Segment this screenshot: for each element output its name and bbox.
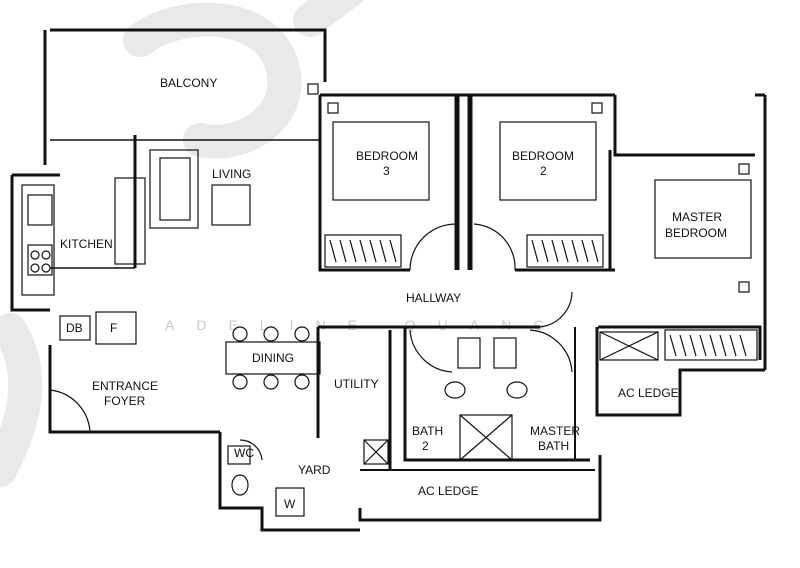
watermark-text: ADELINE QUANG: [165, 317, 566, 333]
label-yard: YARD: [298, 463, 331, 477]
label-hallway: HALLWAY: [406, 291, 461, 305]
label-foyer: FOYER: [104, 394, 146, 408]
label-living: LIVING: [212, 167, 251, 181]
walls: [10, 28, 767, 532]
fixtures: [21, 83, 758, 517]
label-master-bath-1: MASTER: [530, 424, 580, 438]
label-wc: WC: [234, 446, 254, 460]
room-labels: BALCONY LIVING KITCHEN DB F ENTRANCE FOY…: [60, 76, 727, 511]
label-ac-ledge-upper: AC LEDGE: [618, 386, 679, 400]
label-bedroom3-num: 3: [383, 164, 390, 178]
label-bedroom2: BEDROOM: [512, 149, 574, 163]
label-utility: UTILITY: [334, 377, 379, 391]
label-master: MASTER: [672, 210, 722, 224]
label-ac-ledge-lower: AC LEDGE: [418, 484, 479, 498]
label-master-bedroom: BEDROOM: [665, 226, 727, 240]
label-fridge: F: [110, 321, 117, 335]
label-entrance: ENTRANCE: [92, 379, 158, 393]
label-bedroom3: BEDROOM: [356, 149, 418, 163]
label-bedroom2-num: 2: [540, 164, 547, 178]
label-bath2-num: 2: [422, 439, 429, 453]
label-bath2: BATH: [412, 424, 443, 438]
label-dining: DINING: [252, 351, 294, 365]
label-washer: W: [284, 497, 296, 511]
label-db: DB: [66, 321, 83, 335]
label-kitchen: KITCHEN: [60, 237, 113, 251]
door-swings: [49, 223, 573, 461]
label-master-bath-2: BATH: [538, 439, 569, 453]
label-balcony: BALCONY: [160, 76, 217, 90]
watermark-logo: [0, 0, 364, 487]
